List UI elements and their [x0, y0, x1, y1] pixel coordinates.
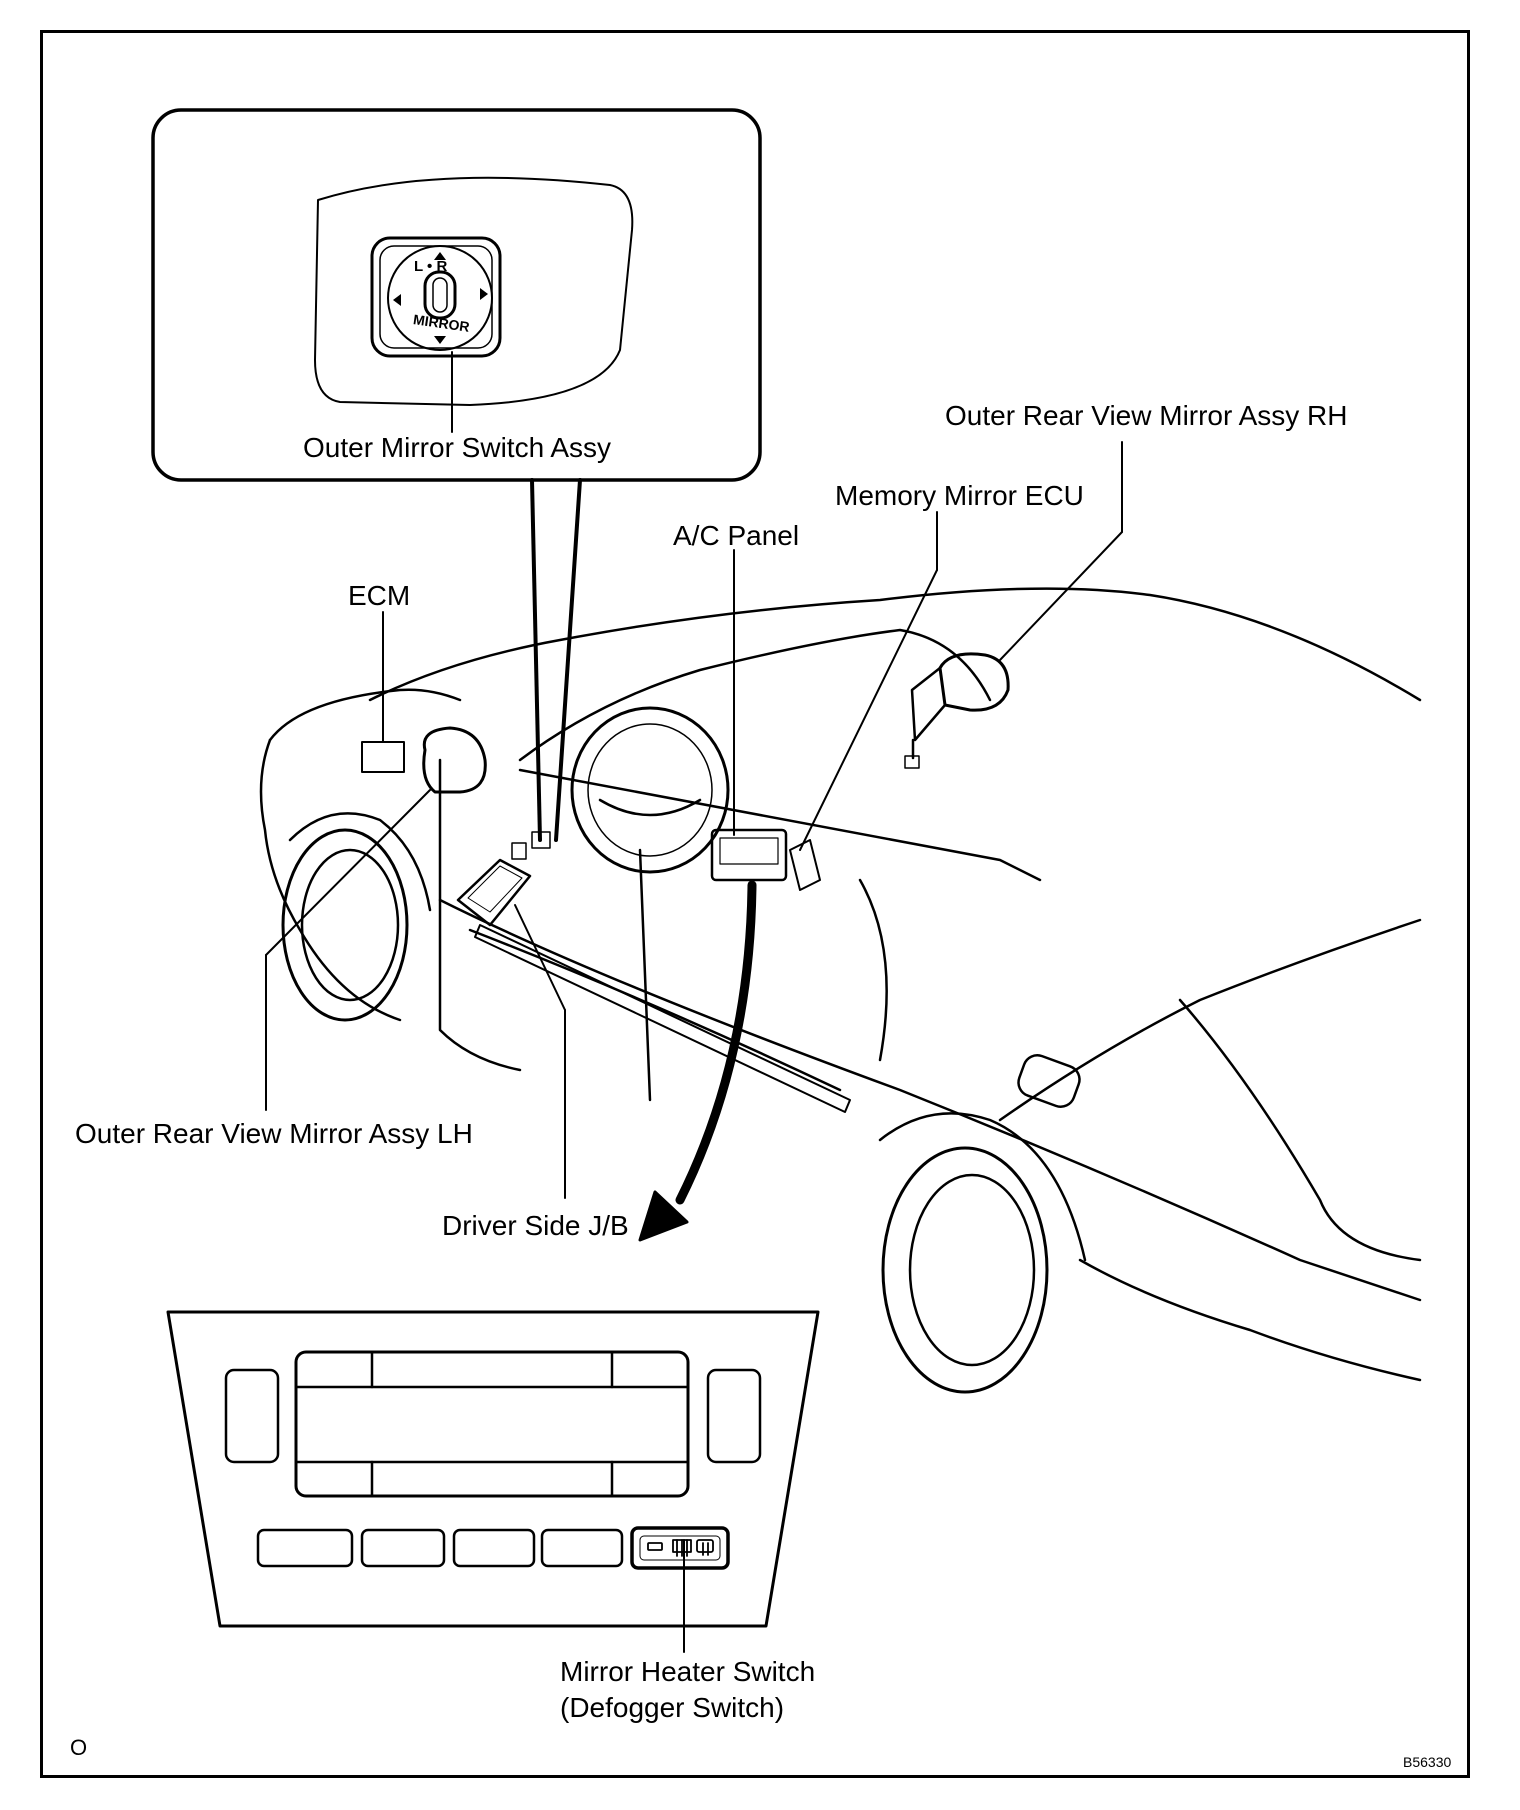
label-ac-panel: A/C Panel: [673, 520, 800, 551]
label-outer-rear-view-mirror-rh: Outer Rear View Mirror Assy RH: [945, 400, 1348, 431]
label-memory-mirror-ecu: Memory Mirror ECU: [835, 480, 1084, 511]
label-outer-rear-view-mirror-lh: Outer Rear View Mirror Assy LH: [75, 1118, 473, 1149]
car-illustration: [259, 587, 1422, 1394]
label-outer-mirror-switch-assy: Outer Mirror Switch Assy: [303, 432, 612, 463]
figure-code: B56330: [1403, 1754, 1452, 1770]
zoom-arrow: [638, 880, 757, 1242]
label-defogger-switch: (Defogger Switch): [560, 1692, 785, 1723]
leader-lines: [265, 441, 1123, 1653]
corner-code: O: [70, 1735, 88, 1760]
ac-panel-enlarged: [166, 1310, 820, 1628]
label-driver-side-jb: Driver Side J/B: [442, 1210, 629, 1241]
label-mirror-heater-switch: Mirror Heater Switch: [560, 1656, 816, 1687]
switch-lr-text: L • R: [414, 258, 448, 275]
label-ecm: ECM: [348, 580, 411, 611]
defogger-switch: [647, 1539, 714, 1557]
switch-inset: [151, 108, 762, 842]
diagram-frame: [40, 30, 1470, 1778]
